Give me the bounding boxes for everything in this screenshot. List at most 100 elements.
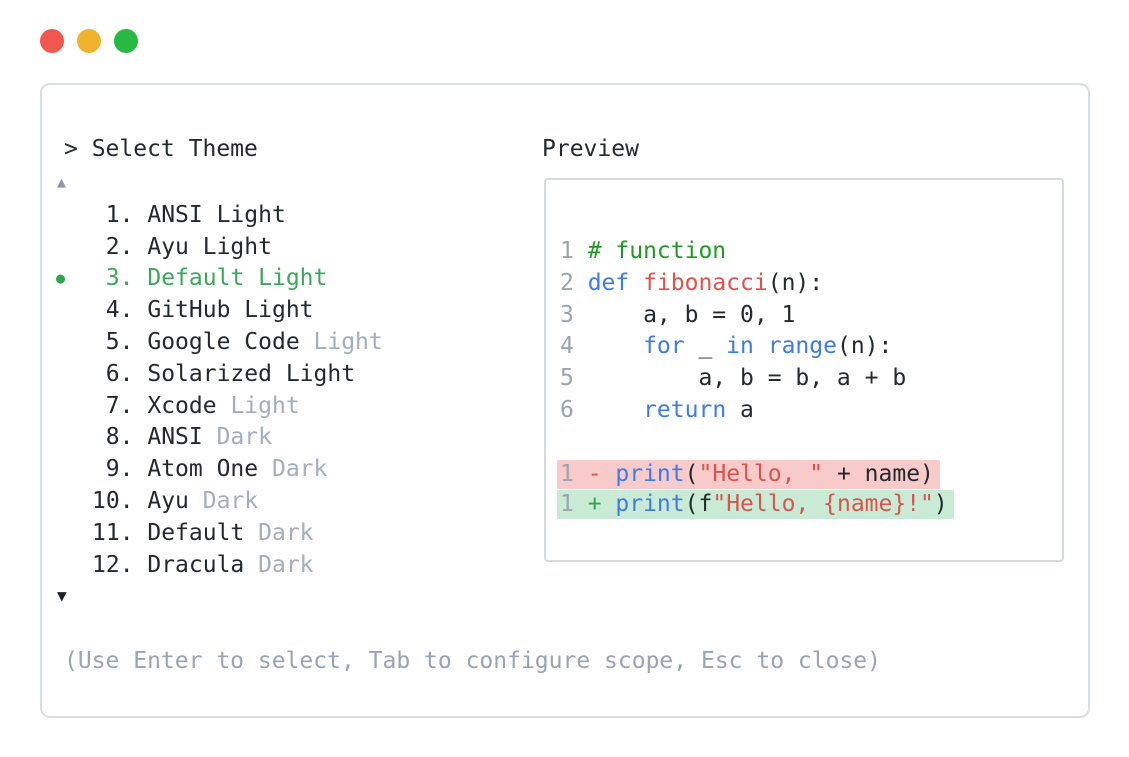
token-plain: a, b = b, a + b xyxy=(587,365,907,392)
theme-number: 7. xyxy=(105,392,134,419)
token-function: fibonacci xyxy=(643,269,768,296)
preview-title: Preview xyxy=(542,136,639,162)
theme-list-item[interactable]: 4. GitHub Light xyxy=(56,294,383,326)
line-number: 5 xyxy=(560,365,574,392)
token-plain: (n): xyxy=(836,333,893,360)
theme-list-item[interactable]: 11. Default Dark xyxy=(56,517,383,549)
code-line: 1 # function xyxy=(560,236,954,268)
code-line: 5 a, b = b, a + b xyxy=(560,363,954,395)
token-plain xyxy=(629,270,643,296)
theme-name: Default xyxy=(147,519,245,546)
token-keyword: print xyxy=(615,491,685,518)
theme-name: ANSI xyxy=(147,424,203,451)
line-number: 1 xyxy=(560,238,574,264)
theme-number: 12. xyxy=(92,551,134,578)
token-keyword: return xyxy=(643,396,727,423)
theme-name: Ayu Light xyxy=(147,233,272,260)
token-string: "Hello, " xyxy=(698,460,824,487)
theme-name-suffix: Light xyxy=(230,392,300,419)
theme-name-suffix: Light xyxy=(313,329,383,356)
token-comment: # function xyxy=(587,238,727,264)
token-plus: + xyxy=(587,491,616,518)
select-theme-prompt: > Select Theme xyxy=(64,136,258,162)
line-number: 6 xyxy=(560,396,574,423)
theme-name: Solarized Light xyxy=(147,360,356,387)
theme-list-item[interactable]: 7. Xcode Light xyxy=(56,390,383,422)
theme-picker-panel: > Select Theme ▲ 1. ANSI Light 2. Ayu Light… xyxy=(40,83,1090,718)
diff-added-line: 1 + print(f"Hello, {name}!") xyxy=(557,490,954,520)
line-number: 2 xyxy=(560,269,574,296)
token-plain: a, b = 0, 1 xyxy=(587,301,796,328)
theme-name: ANSI Light xyxy=(147,201,286,228)
minimize-window-icon[interactable] xyxy=(77,29,101,53)
theme-name: Default Light xyxy=(147,265,328,292)
token-plain: (n): xyxy=(767,269,824,296)
theme-list-item[interactable]: 6. Solarized Light xyxy=(56,358,383,390)
theme-number: 3. xyxy=(105,265,134,292)
theme-name-suffix: Dark xyxy=(271,456,328,483)
theme-list-item[interactable]: 8. ANSI Dark xyxy=(56,422,383,454)
token-keyword: print xyxy=(615,460,685,487)
token-plain: ) xyxy=(933,491,948,518)
code-line: 4 for _ in range(n): xyxy=(560,331,954,363)
token-keyword: for xyxy=(643,333,685,360)
theme-name: Dracula xyxy=(147,551,245,578)
theme-list-item[interactable]: 2. Ayu Light xyxy=(56,231,383,263)
token-plain xyxy=(588,333,643,359)
scroll-up-icon[interactable]: ▲ xyxy=(57,173,67,191)
token-plain: a xyxy=(726,396,754,423)
code-line: 6 return a xyxy=(560,395,954,427)
theme-name: Xcode xyxy=(147,392,217,419)
theme-list-item[interactable]: 10. Ayu Dark xyxy=(56,485,383,517)
theme-name: GitHub Light xyxy=(147,297,314,324)
theme-number: 4. xyxy=(105,297,134,324)
token-keyword: range xyxy=(767,333,837,360)
token-keyword: def xyxy=(587,269,630,296)
theme-name-suffix: Dark xyxy=(216,424,272,451)
theme-list-item[interactable]: 5. Google Code Light xyxy=(56,326,383,358)
code-line: 3 a, b = 0, 1 xyxy=(560,300,954,332)
token-plain xyxy=(588,397,643,423)
theme-number: 11. xyxy=(92,519,134,546)
code-line xyxy=(560,427,954,459)
theme-list-item[interactable]: 12. Dracula Dark xyxy=(56,549,383,581)
theme-number: 9. xyxy=(105,456,134,483)
theme-number: 2. xyxy=(105,233,134,260)
theme-number: 5. xyxy=(105,329,134,356)
theme-list-item[interactable]: 9. Atom One Dark xyxy=(56,453,383,485)
theme-name-suffix: Dark xyxy=(258,551,314,578)
window-controls xyxy=(40,29,138,53)
theme-number: 10. xyxy=(92,488,134,515)
token-plain: (f xyxy=(684,491,713,518)
line-number: 1 xyxy=(560,460,574,487)
theme-name-suffix: Dark xyxy=(258,519,314,546)
theme-number: 1. xyxy=(105,201,134,228)
keyboard-hints: (Use Enter to select, Tab to configure s… xyxy=(64,648,881,674)
token-plain: + name) xyxy=(823,460,934,487)
theme-name: Ayu xyxy=(147,488,189,515)
theme-list-item[interactable]: ● 3. Default Light xyxy=(56,263,383,295)
selected-bullet-icon: ● xyxy=(56,269,66,288)
theme-number: 6. xyxy=(105,360,134,387)
token-minus: - xyxy=(587,460,616,487)
diff-removed-line: 1- print("Hello, " + name) xyxy=(557,459,940,489)
theme-name: Google Code xyxy=(147,329,300,356)
code-line: 2 def fibonacci(n): xyxy=(560,268,954,300)
line-number: 3 xyxy=(560,301,574,328)
token-plain: ( xyxy=(684,460,699,487)
token-plain: _ xyxy=(684,333,727,360)
token-plain xyxy=(754,333,768,359)
theme-list-item[interactable]: 1. ANSI Light xyxy=(56,199,383,231)
close-window-icon[interactable] xyxy=(40,29,64,53)
theme-number: 8. xyxy=(105,424,134,451)
scroll-down-icon[interactable]: ▼ xyxy=(57,586,67,605)
maximize-window-icon[interactable] xyxy=(114,29,138,53)
theme-name: Atom One xyxy=(147,456,259,483)
token-string: "Hello, {name}!" xyxy=(712,491,934,518)
theme-name-suffix: Dark xyxy=(202,488,259,515)
line-number: 4 xyxy=(560,333,574,360)
line-number: 1 xyxy=(560,491,574,518)
